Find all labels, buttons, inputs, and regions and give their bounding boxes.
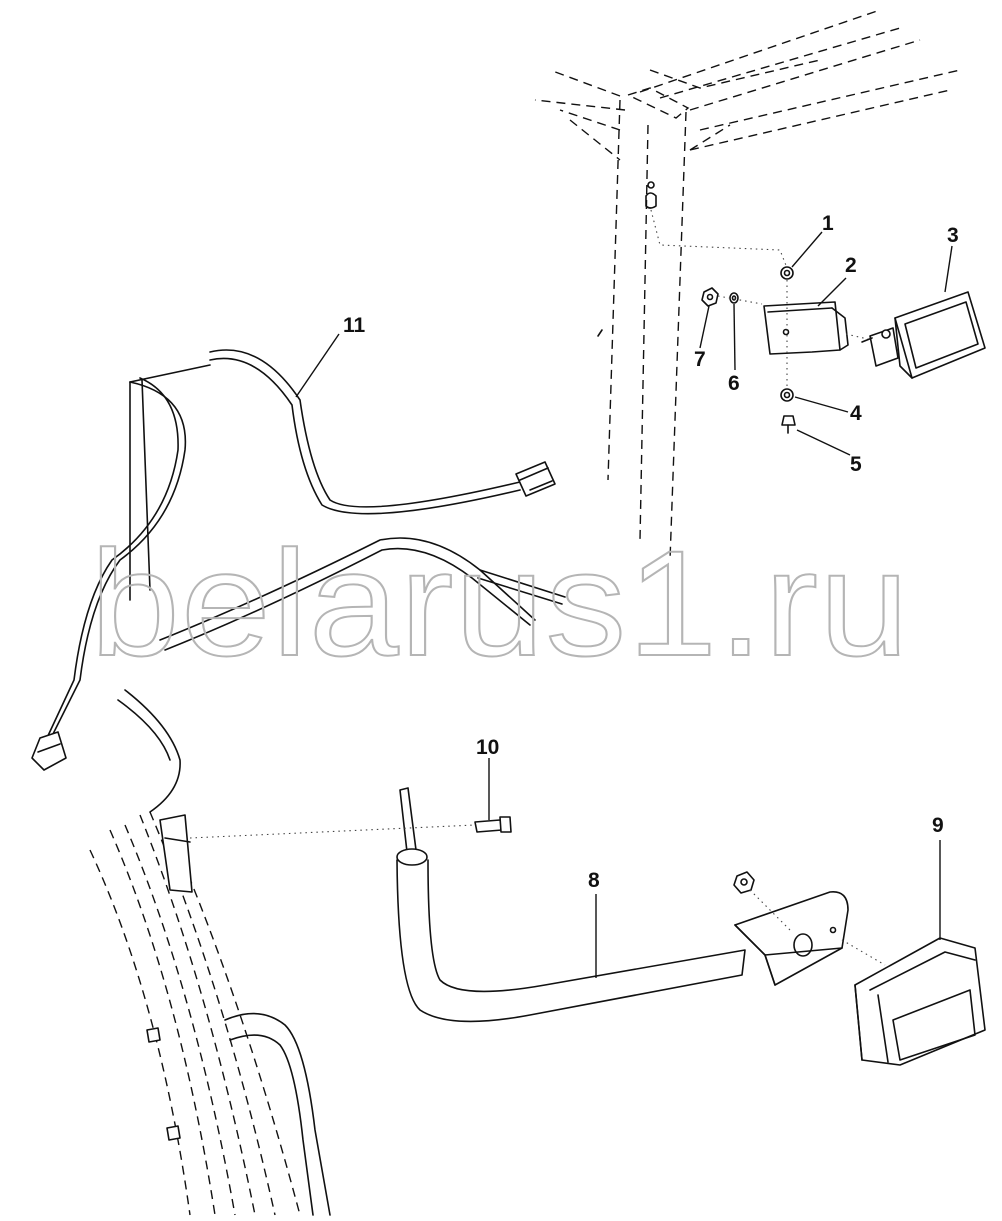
plug-connector-icon [31, 731, 67, 771]
lower-cab-phantom [89, 689, 331, 1216]
callout-3: 3 [947, 224, 959, 247]
washer-6 [729, 292, 739, 304]
nut-7 [701, 287, 719, 307]
callout-6: 6 [728, 372, 740, 395]
watermark: belarus1.ru [90, 519, 910, 687]
nut-1 [780, 266, 794, 280]
callout-leaders [295, 231, 953, 978]
washer-4 [780, 388, 794, 402]
bracket-2 [763, 301, 849, 355]
bolt-10 [474, 816, 512, 833]
callout-4: 4 [850, 402, 862, 425]
bracket-arm-8 [396, 787, 849, 1023]
cab-frame-phantom [534, 9, 961, 561]
callout-5: 5 [850, 453, 862, 476]
assembly-line-nut [749, 889, 791, 931]
rectangular-lamp-icon [854, 937, 986, 1066]
wire-harness-11 [45, 349, 566, 741]
callout-1: 1 [822, 212, 834, 235]
rectangular-lamp-icon [861, 291, 986, 379]
assembly-line-lamp-lower [841, 939, 886, 966]
assembly-line-bolt [189, 824, 476, 839]
assembly-line-upper [650, 209, 788, 269]
callout-8: 8 [588, 869, 600, 892]
bolt-5 [781, 415, 796, 434]
callout-10: 10 [476, 736, 499, 759]
callout-7: 7 [694, 348, 706, 371]
nut-lower [733, 871, 755, 894]
assembly-line-horizontal [717, 295, 763, 305]
callout-2: 2 [845, 254, 857, 277]
plug-connector-icon [515, 461, 556, 497]
callout-11: 11 [343, 314, 366, 337]
callout-9: 9 [932, 814, 944, 837]
pillar-holes [645, 181, 657, 209]
